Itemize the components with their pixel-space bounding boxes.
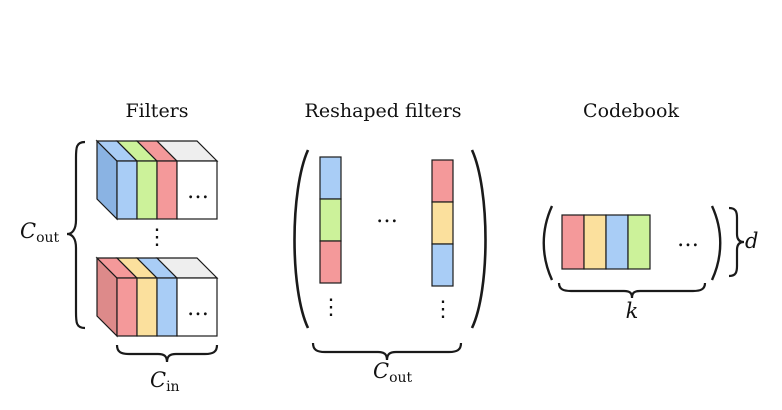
column-cell-red [319, 240, 342, 284]
slice-front-blank [176, 277, 218, 337]
codebook-title: Codebook [583, 100, 679, 122]
reshaped-ellipsis: … [376, 203, 398, 228]
slice-front-blue [116, 160, 138, 220]
slice-front-blue [156, 277, 178, 337]
k-brace [557, 282, 707, 299]
column-cell-red [431, 159, 454, 203]
codeword-yellow [583, 214, 607, 270]
filter-stack-top: … [95, 139, 219, 221]
column-cell-yellow [431, 201, 454, 245]
codeword-blue [605, 214, 629, 270]
slice-front-yellow [136, 277, 158, 337]
filter-stack-bottom: … [95, 256, 219, 338]
column-vertical-dots: ⋮ [320, 295, 342, 320]
column-cell-green [319, 198, 342, 242]
slice-front-blank [176, 160, 218, 220]
column-cell-blue [319, 156, 342, 200]
reshaped-panel: Reshaped filters ⋮ … ⋮ Cout [293, 100, 487, 386]
codeword-red [561, 214, 585, 270]
right-paren [470, 149, 487, 329]
filter-ellipsis: … [187, 296, 209, 321]
d-brace [728, 206, 745, 278]
left-paren [542, 205, 554, 281]
c-out-brace [66, 140, 86, 330]
filters-panel: Filters … ⋮ [20, 100, 219, 395]
slice-front-red [116, 277, 138, 337]
filter-ellipsis: … [187, 179, 209, 204]
reshaped-title: Reshaped filters [305, 100, 462, 122]
right-paren [710, 205, 722, 281]
slice-front-red [156, 160, 178, 220]
c-out-label: Cout [20, 219, 60, 246]
codebook-ellipsis: … [677, 227, 699, 252]
reshaped-column-first: ⋮ [319, 156, 342, 320]
left-paren [293, 149, 310, 329]
d-label: d [745, 229, 758, 253]
reshaped-c-out-label: Cout [373, 359, 413, 386]
reshaped-column-last: ⋮ [431, 159, 454, 322]
codeword-green [627, 214, 651, 270]
c-in-brace [115, 344, 219, 363]
k-label: k [626, 299, 639, 323]
column-cell-blue [431, 243, 454, 287]
filter-vertical-dots: ⋮ [146, 225, 168, 250]
column-vertical-dots: ⋮ [432, 297, 454, 322]
codebook-panel: Codebook … d k [542, 100, 758, 323]
filters-title: Filters [125, 100, 188, 122]
slice-front-green [136, 160, 158, 220]
c-in-label: Cin [150, 368, 180, 395]
reshaped-c-out-brace [311, 342, 463, 361]
